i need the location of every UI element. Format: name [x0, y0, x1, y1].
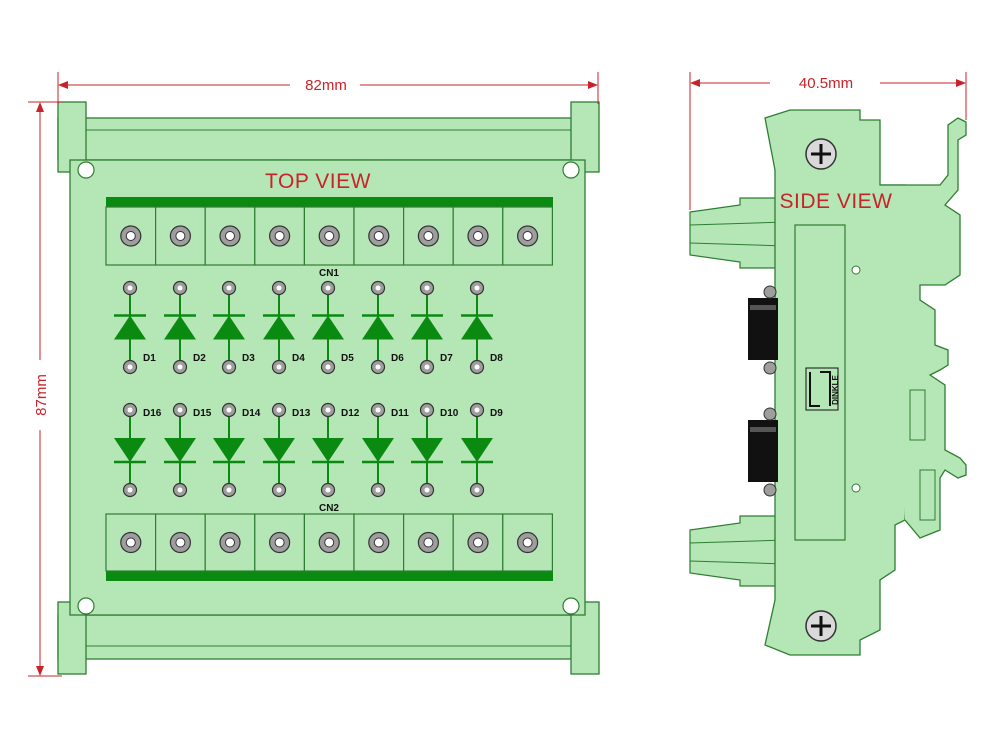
terminal-cell — [105, 513, 157, 572]
diode-label: D12 — [341, 408, 360, 419]
top-rail — [57, 117, 599, 161]
diode-label: D7 — [440, 353, 453, 364]
side-terminal-upper — [689, 197, 786, 269]
diode-row-lower: D16 D15 D14 D13 D12 D11 D10 D9 — [114, 402, 503, 498]
top-view-title: TOP VIEW — [265, 170, 371, 193]
terminal-cell — [502, 206, 553, 266]
terminal-cell — [204, 206, 256, 266]
side-din-clip — [880, 117, 967, 539]
terminal-cell — [254, 513, 306, 572]
dimension-height-top — [28, 101, 62, 677]
terminal-cell — [155, 513, 206, 572]
svg-text:DINKLE: DINKLE — [831, 374, 840, 404]
terminal-cell — [452, 513, 504, 572]
diode-symbol — [362, 315, 394, 340]
connector-cn2: CN2 — [105, 503, 553, 581]
screw-bottom-icon — [805, 610, 837, 642]
diode-label: D1 — [143, 353, 156, 364]
diode-label: D2 — [193, 353, 206, 364]
terminal-cell — [353, 206, 405, 266]
diode: D6 — [362, 280, 404, 375]
side-view: DINKLE SIDE VIEW — [689, 109, 967, 656]
screw-top-icon — [805, 138, 837, 170]
dimension-label-width-side: 40.5mm — [799, 75, 853, 92]
diode: D1 — [114, 280, 156, 375]
diode-symbol — [362, 438, 394, 462]
diode-label: D8 — [490, 353, 503, 364]
diode: D4 — [263, 280, 305, 375]
diode-symbol — [461, 315, 493, 340]
diode-symbol — [312, 315, 344, 340]
diode: D9 — [461, 402, 503, 498]
side-view-title: SIDE VIEW — [779, 190, 892, 213]
diode-label: D13 — [292, 408, 311, 419]
diode-symbol — [164, 438, 196, 462]
terminal-cell — [204, 513, 256, 572]
diode: D3 — [213, 280, 255, 375]
diode-symbol — [312, 438, 344, 462]
diode-label: D16 — [143, 408, 162, 419]
diode-symbol — [263, 315, 295, 340]
diode: D10 — [411, 402, 459, 498]
terminal-cell — [105, 206, 157, 266]
diode: D5 — [312, 280, 354, 375]
diode-symbol — [164, 315, 196, 340]
diode-label: D11 — [391, 408, 409, 419]
terminal-cell — [155, 206, 206, 266]
terminal-cell — [403, 206, 454, 266]
diode: D8 — [461, 280, 503, 375]
diode: D13 — [263, 402, 311, 498]
diode-symbol — [461, 438, 493, 462]
dimension-width-side — [689, 72, 967, 210]
cn2-label: CN2 — [319, 503, 339, 514]
diode: D12 — [312, 402, 360, 498]
terminal-cell — [303, 206, 355, 266]
diode: D14 — [213, 402, 261, 498]
terminal-cell — [403, 513, 454, 572]
connector-cn1: CN1 — [105, 197, 553, 279]
terminal-cell — [353, 513, 405, 572]
dimension-label-height-top: 87mm — [33, 374, 50, 416]
top-view: TOP VIEW CN1 CN2 D1 D2 D3 D4 D5 D6 D7 D8 D16 D15… — [57, 101, 600, 675]
diode: D2 — [164, 280, 206, 375]
mounting-hole — [77, 161, 95, 179]
dimension-label-width-top: 82mm — [305, 77, 347, 94]
diode-symbol — [263, 438, 295, 462]
terminal-cell — [502, 513, 553, 572]
diode-label: D4 — [292, 353, 305, 364]
diode-label: D15 — [193, 408, 212, 419]
terminal-cell — [254, 206, 306, 266]
brand-logo: DINKLE — [805, 367, 840, 411]
side-pcb-slot — [794, 224, 846, 541]
mounting-hole — [77, 597, 95, 615]
diode: D7 — [411, 280, 453, 375]
diode-symbol — [411, 438, 443, 462]
diode: D11 — [362, 402, 409, 498]
diode-symbol — [213, 438, 245, 462]
diode-label: D10 — [440, 408, 459, 419]
dimension-width-top — [57, 72, 599, 104]
diode: D15 — [164, 402, 212, 498]
diode-label: D5 — [341, 353, 354, 364]
diode-label: D14 — [242, 408, 261, 419]
terminal-cell — [452, 206, 504, 266]
diode-row-upper: D1 D2 D3 D4 D5 D6 D7 D8 — [114, 280, 503, 375]
bottom-rail — [57, 614, 599, 660]
diode-label: D3 — [242, 353, 255, 364]
side-terminal-lower — [689, 515, 786, 587]
diode-symbol — [213, 315, 245, 340]
mounting-hole — [562, 597, 580, 615]
diode-label: D9 — [490, 408, 503, 419]
diode-symbol — [114, 315, 146, 340]
diode: D16 — [114, 402, 162, 498]
diode-symbol — [411, 315, 443, 340]
diode-label: D6 — [391, 353, 404, 364]
terminal-cell — [303, 513, 355, 572]
mounting-hole — [562, 161, 580, 179]
diode-symbol — [114, 438, 146, 462]
cn1-label: CN1 — [319, 268, 339, 279]
